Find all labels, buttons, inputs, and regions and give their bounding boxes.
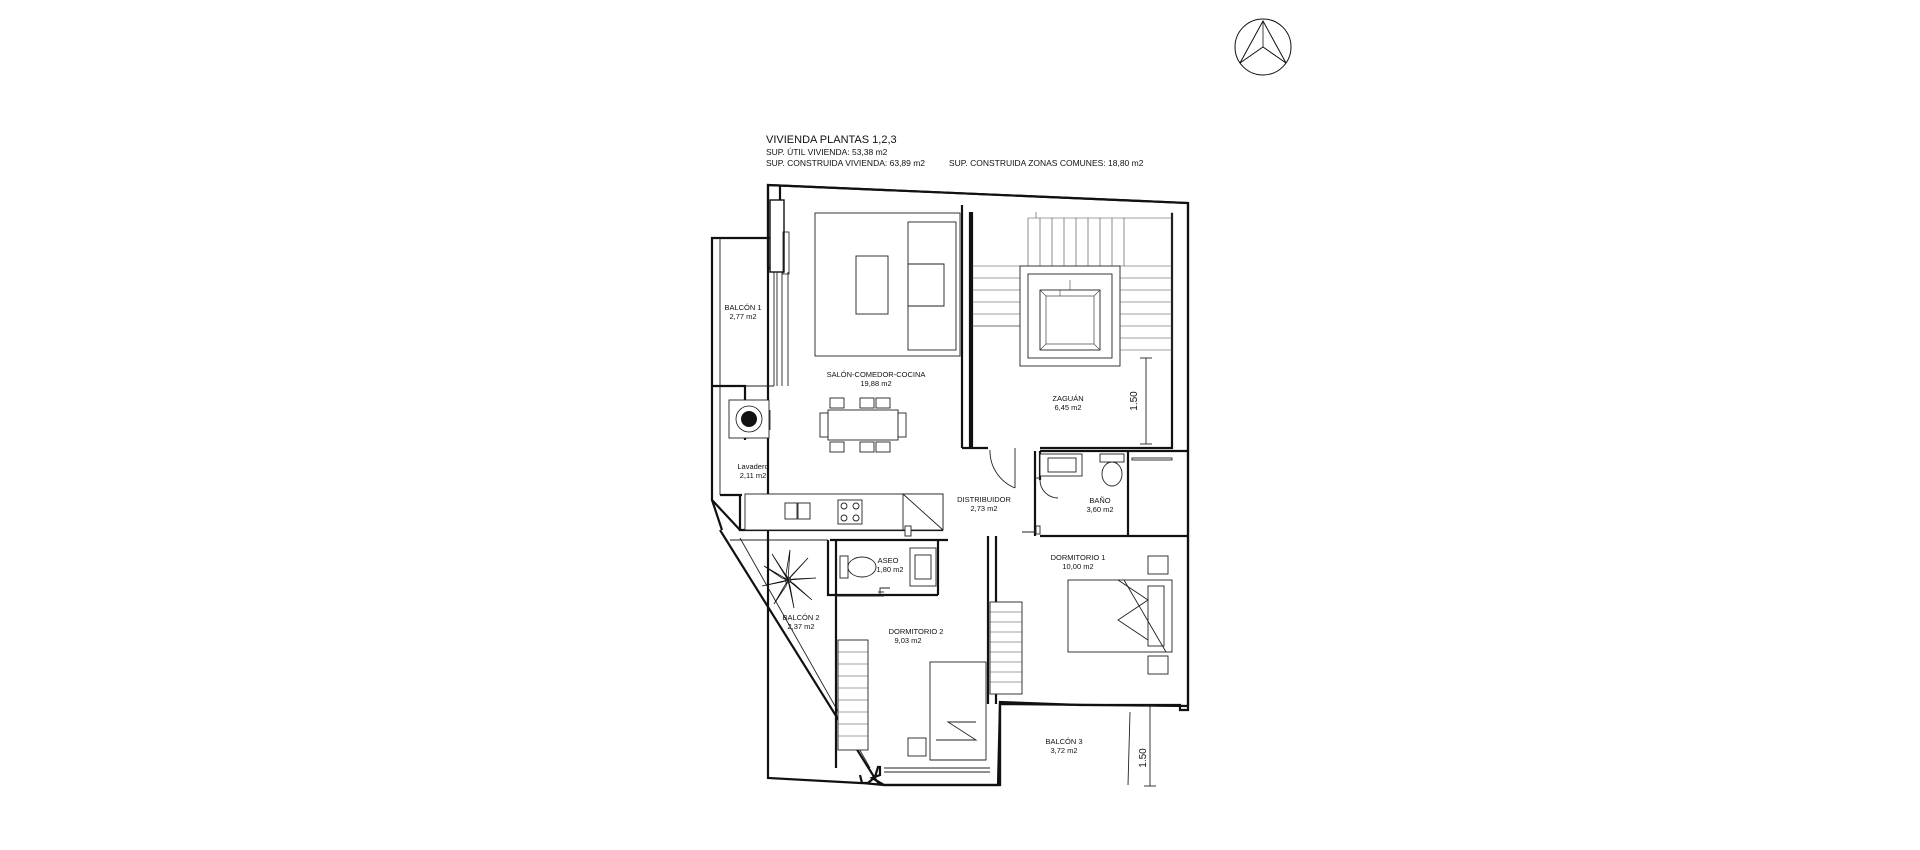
room-area-balcon3: 3,72 m2 — [1050, 746, 1077, 755]
interior-walls — [712, 205, 1188, 786]
bath-toilet-icon — [1099, 453, 1125, 487]
dimension-line-zaguan — [1140, 357, 1152, 445]
dimension-label-balcon3: 1.50 — [1138, 748, 1149, 768]
room-area-lavadero: 2,11 m2 — [740, 471, 767, 480]
room-name-balcon2: BALCÓN 2 — [782, 613, 819, 622]
room-area-dormitorio2: 9,03 m2 — [894, 636, 921, 645]
room-name-zaguan: ZAGUÁN — [1052, 394, 1083, 403]
bath-sink-icon — [1039, 453, 1083, 477]
room-area-dormitorio1: 10,00 m2 — [1062, 562, 1093, 571]
wardrobe-1 — [989, 601, 1023, 695]
room-name-balcon1: BALCÓN 1 — [724, 303, 761, 312]
window-jamb — [769, 199, 785, 273]
window-frame — [782, 231, 790, 275]
room-name-salon: SALÓN-COMEDOR-COCINA — [827, 370, 926, 379]
towel-rail — [1131, 457, 1173, 461]
sink-icon — [909, 547, 937, 587]
useful-area-label: SUP. ÚTIL VIVIENDA: 53,38 m2 — [766, 147, 888, 157]
room-name-distribuidor: DISTRIBUIDOR — [957, 495, 1011, 504]
room-area-salon: 19,88 m2 — [860, 379, 891, 388]
staircase — [972, 212, 1173, 367]
single-bed-icon — [907, 661, 987, 761]
room-name-lavadero: Lavadero — [737, 462, 768, 471]
room-name-bano: BAÑO — [1089, 496, 1110, 505]
room-area-balcon2: 2,37 m2 — [787, 622, 814, 631]
room-area-bano: 3,60 m2 — [1086, 505, 1113, 514]
dimension-line-balcon3 — [1144, 705, 1156, 787]
kitchen-counter — [744, 493, 944, 537]
door-swing — [989, 448, 1016, 489]
living-furniture — [814, 212, 961, 453]
common-area-label: SUP. CONSTRUIDA ZONAS COMUNES: 18,80 m2 — [949, 158, 1144, 168]
room-area-aseo: 1,80 m2 — [876, 565, 903, 574]
double-bed-icon — [1067, 555, 1173, 675]
washing-machine-icon — [728, 399, 771, 439]
room-area-distribuidor: 2,73 m2 — [970, 504, 997, 513]
room-name-dormitorio1: DORMITORIO 1 — [1051, 553, 1106, 562]
room-area-balcon1: 2,77 m2 — [729, 312, 756, 321]
toilet-icon — [839, 555, 877, 579]
room-area-zaguan: 6,45 m2 — [1054, 403, 1081, 412]
room-name-dormitorio2: DORMITORIO 2 — [889, 627, 944, 636]
plan-title: VIVIENDA PLANTAS 1,2,3 — [766, 134, 897, 146]
room-name-balcon3: BALCÓN 3 — [1045, 737, 1082, 746]
outer-walls — [710, 183, 1190, 787]
built-area-label: SUP. CONSTRUIDA VIVIENDA: 63,89 m2 — [766, 158, 925, 168]
dimension-label-zaguan: 1.50 — [1129, 391, 1140, 411]
north-arrow-icon — [1234, 18, 1292, 76]
room-name-aseo: ASEO — [878, 556, 899, 565]
wardrobe-2 — [837, 639, 869, 751]
plant-icon — [761, 549, 817, 609]
